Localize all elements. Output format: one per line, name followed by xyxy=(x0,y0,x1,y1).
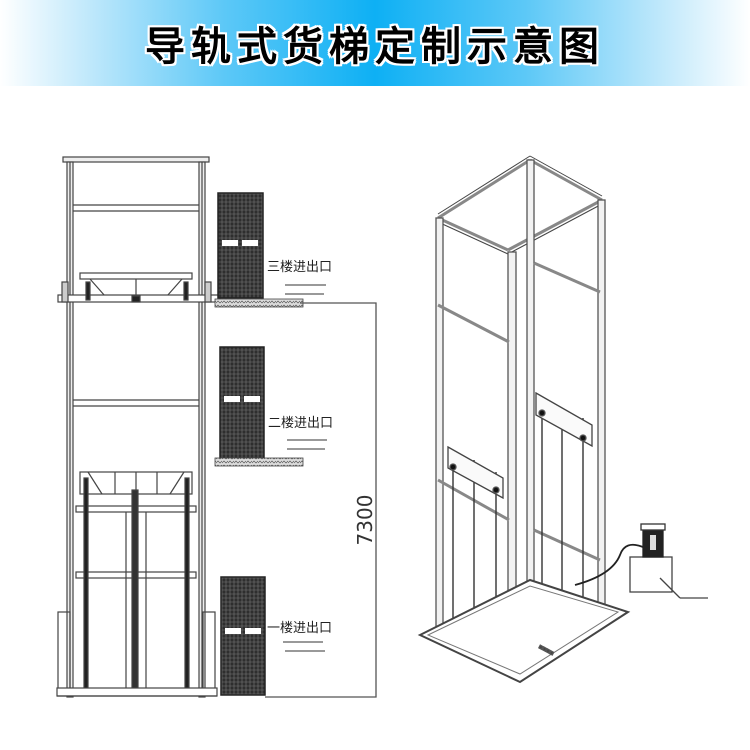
height-dimension-value: 7300 xyxy=(353,495,377,546)
hydraulic-pump-station xyxy=(574,523,708,599)
floor-3-landing: 三楼进出口 xyxy=(214,192,332,308)
base-platform: ▪▪▪▪ xyxy=(417,578,631,684)
page-title: 导轨式货梯定制示意图 xyxy=(145,24,605,70)
floor-2-label: 二楼进出口 xyxy=(268,416,333,431)
car-bracket-left xyxy=(447,445,504,500)
car-top-position xyxy=(57,272,221,303)
hydraulic-hose xyxy=(574,543,644,586)
height-dimension: 7300 xyxy=(265,302,377,698)
car-bracket-right xyxy=(535,391,593,448)
floor-1-label: 一楼进出口 xyxy=(267,621,332,636)
isometric-view: ▪▪▪▪ xyxy=(417,155,708,684)
floor-2-slab xyxy=(214,457,304,467)
car-lower-position xyxy=(75,471,197,694)
front-elevation xyxy=(56,156,221,698)
floor-1-landing: 一楼进出口 xyxy=(220,576,332,696)
floor-1-door xyxy=(220,576,266,696)
floor-3-label: 三楼进出口 xyxy=(267,260,332,275)
header-banner: 导轨式货梯定制示意图 xyxy=(0,0,750,86)
floor-3-slab xyxy=(214,298,304,308)
floor-2-door xyxy=(219,346,265,460)
floor-2-landing: 二楼进出口 xyxy=(214,346,333,467)
shaft-top-frame xyxy=(437,158,603,252)
